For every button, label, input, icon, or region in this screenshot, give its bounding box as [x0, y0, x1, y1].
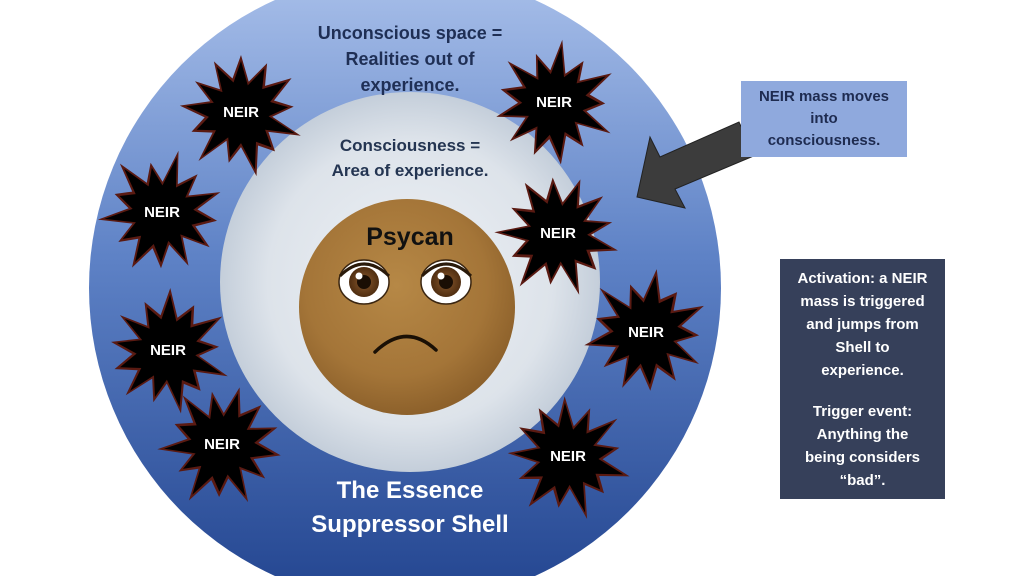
left-eye [338, 259, 391, 305]
right-eye [420, 259, 473, 305]
neir-label: NEIR [550, 448, 586, 465]
neir-burst-fill [502, 46, 606, 159]
neir-burst-fill [513, 402, 624, 513]
neir-burst-icon [507, 396, 630, 519]
pointing-arrow-icon [636, 121, 757, 209]
neir-burst-fill [116, 294, 222, 407]
neir-burst-fill [590, 275, 698, 385]
neir-mass-callout: NEIR mass moves into consciousness. [741, 81, 907, 157]
activation-info-box: Activation: a NEIR mass is triggered and… [780, 259, 945, 499]
neir-label: NEIR [144, 204, 180, 221]
neir-burst-icon [179, 55, 301, 177]
neir-burst-icon [494, 177, 618, 295]
neir-burst-fill [500, 183, 612, 289]
neir-label: NEIR [150, 342, 186, 359]
neir-burst-icon [157, 387, 281, 503]
psycan-title: Psycan [366, 223, 454, 251]
neir-burst-icon [584, 269, 704, 391]
neir-burst-fill [186, 61, 295, 170]
psycan-face [338, 259, 473, 354]
neir-label: NEIR [628, 324, 664, 341]
neir-label: NEIR [540, 225, 576, 242]
activation-text: Activation: a NEIR mass is triggered and… [797, 270, 928, 379]
essence-suppressor-shell-label: The Essence Suppressor Shell [311, 477, 509, 538]
neir-bursts [97, 39, 704, 519]
unconscious-space-label: Unconscious space = Realities out of exp… [317, 23, 503, 95]
neir-label: NEIR [204, 436, 240, 453]
trigger-event-text: Trigger event: Anything the being consid… [804, 403, 921, 489]
psycan-core [299, 199, 515, 415]
neir-burst-icon [496, 39, 612, 165]
neir-label: NEIR [223, 104, 259, 121]
callout-text: NEIR mass moves into consciousness. [758, 88, 890, 149]
neir-label: NEIR [536, 94, 572, 111]
consciousness-label: Consciousness = Area of experience. [331, 136, 489, 180]
frown-mouth [373, 334, 438, 354]
neir-burst-fill [164, 393, 275, 497]
neir-burst-icon [111, 288, 228, 414]
neir-burst-fill [104, 157, 215, 263]
neir-burst-icon [97, 150, 221, 269]
